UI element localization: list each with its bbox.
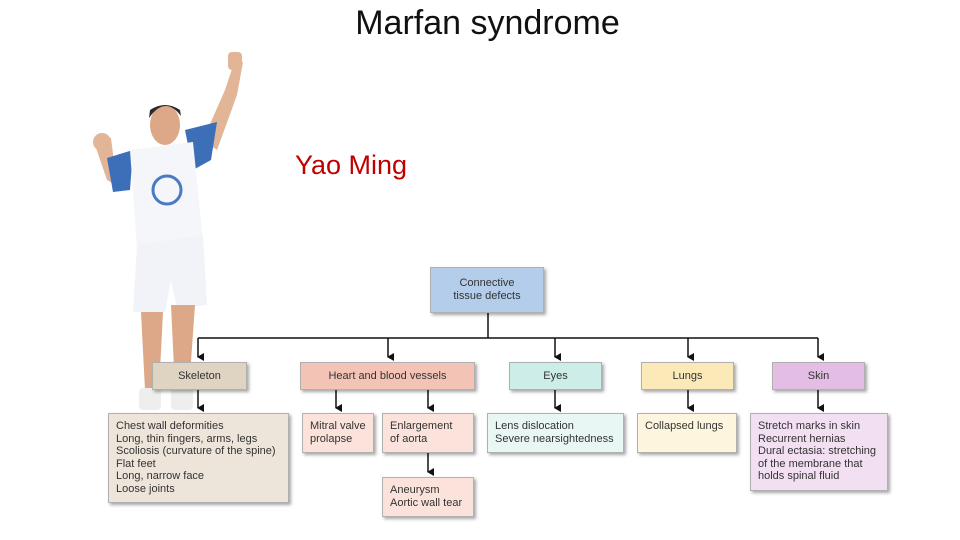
aorta-details: Enlargement of aorta [382, 413, 474, 453]
root-node: Connective tissue defects [430, 267, 544, 313]
mitral-valve-details: Mitral valve prolapse [302, 413, 374, 453]
category-lungs: Lungs [641, 362, 734, 390]
photo-caption: Yao Ming [295, 150, 408, 180]
skeleton-details: Chest wall deformities Long, thin finger… [108, 413, 289, 503]
slide-title: Marfan syndrome [355, 4, 620, 42]
eyes-details: Lens dislocation Severe nearsightedness [487, 413, 624, 453]
category-skeleton: Skeleton [152, 362, 247, 390]
skin-details: Stretch marks in skin Recurrent hernias … [750, 413, 888, 491]
category-eyes: Eyes [509, 362, 602, 390]
aneurysm-details: Aneurysm Aortic wall tear [382, 477, 474, 517]
lungs-details: Collapsed lungs [637, 413, 737, 453]
category-heart: Heart and blood vessels [300, 362, 475, 390]
category-skin: Skin [772, 362, 865, 390]
